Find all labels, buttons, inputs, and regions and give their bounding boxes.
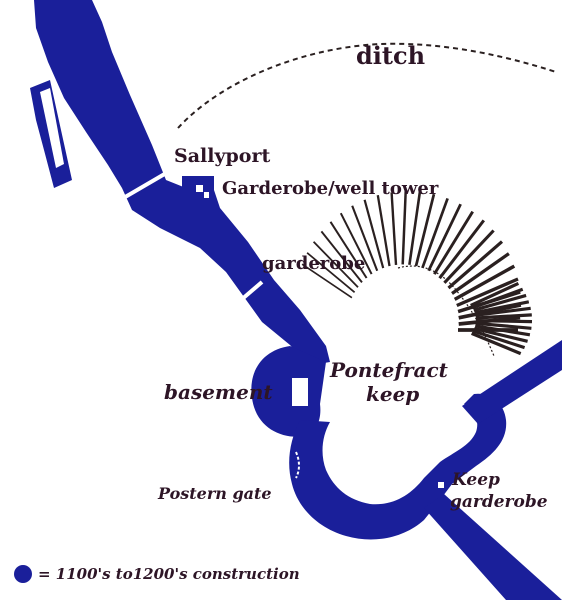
hachure-stroke (458, 303, 522, 320)
hachure-stroke (433, 210, 474, 275)
label-postern-gate: Postern gate (158, 484, 272, 503)
hachure-stroke (339, 212, 373, 275)
label-keep-line2: keep (366, 382, 420, 406)
hachure-stroke (471, 287, 524, 310)
hachure-stroke (301, 263, 353, 299)
keep-mound-inner-edge (397, 265, 495, 357)
hachure-stroke (475, 321, 532, 330)
label-keep-garderobe-line2: garderobe (450, 492, 548, 512)
label-keep-line1: Pontefract (330, 358, 448, 382)
legend-blue-dot (14, 565, 32, 583)
hachure-stroke (306, 252, 356, 293)
hachure-stroke (401, 191, 407, 265)
hachure-stroke (320, 230, 363, 283)
hachure-stroke (414, 193, 436, 267)
curtain-wall (34, 0, 330, 364)
hachure-stroke (473, 326, 528, 343)
hachure-stroke (363, 199, 385, 269)
garderobe-passage (232, 280, 264, 308)
hachure-stroke (421, 197, 449, 269)
hachure-stroke (443, 229, 495, 284)
map-legend: = 1100's to1200's construction (14, 565, 300, 583)
hachure-stroke (329, 221, 368, 279)
hachure-stroke (451, 252, 510, 295)
ditch-line (177, 42, 557, 129)
hachure-stroke (351, 205, 379, 272)
tower-shaft (196, 185, 203, 192)
postern-gate-steps (295, 451, 300, 479)
hachure-stroke (475, 319, 533, 324)
hachure-stroke (473, 293, 527, 312)
hachure-stroke (474, 324, 531, 337)
basement-tower (251, 346, 326, 437)
left-outbuilding-interior (40, 88, 64, 168)
hachure-stroke (312, 241, 359, 288)
label-garderobe-well-tower: Garderobe/well tower (222, 178, 439, 199)
hachure-stroke (408, 191, 422, 265)
hachure-stroke (438, 219, 485, 280)
keep-garderobe-chute (438, 482, 444, 488)
hachure-stroke (427, 203, 462, 272)
legend-text: = 1100's to1200's construction (38, 565, 300, 583)
hachure-stroke (470, 331, 522, 356)
label-basement: basement (164, 380, 273, 404)
tower-shaft (204, 192, 209, 198)
label-sallyport: Sallyport (174, 145, 271, 167)
hachure-stroke (472, 329, 526, 350)
label-keep-garderobe-line1: Keep (452, 470, 500, 490)
east-curtain-wall (462, 340, 562, 424)
hachure-stroke (475, 306, 531, 317)
hachure-stroke (447, 240, 504, 290)
basement-room (292, 378, 308, 406)
hachure-stroke (376, 195, 391, 267)
hachure-stroke (456, 277, 519, 308)
keep-mound-hachures (301, 191, 533, 356)
label-garderobe: garderobe (262, 253, 366, 274)
label-ditch: ditch (356, 41, 426, 70)
hachure-stroke (474, 300, 530, 315)
hachure-stroke (453, 264, 516, 301)
hachure-stroke (475, 313, 532, 320)
sallyport-passage (118, 170, 170, 202)
hachure-stroke (470, 281, 520, 307)
south-curtain-wall (424, 494, 562, 600)
keep-lower-wall (289, 393, 507, 540)
hachure-stroke (390, 192, 398, 265)
